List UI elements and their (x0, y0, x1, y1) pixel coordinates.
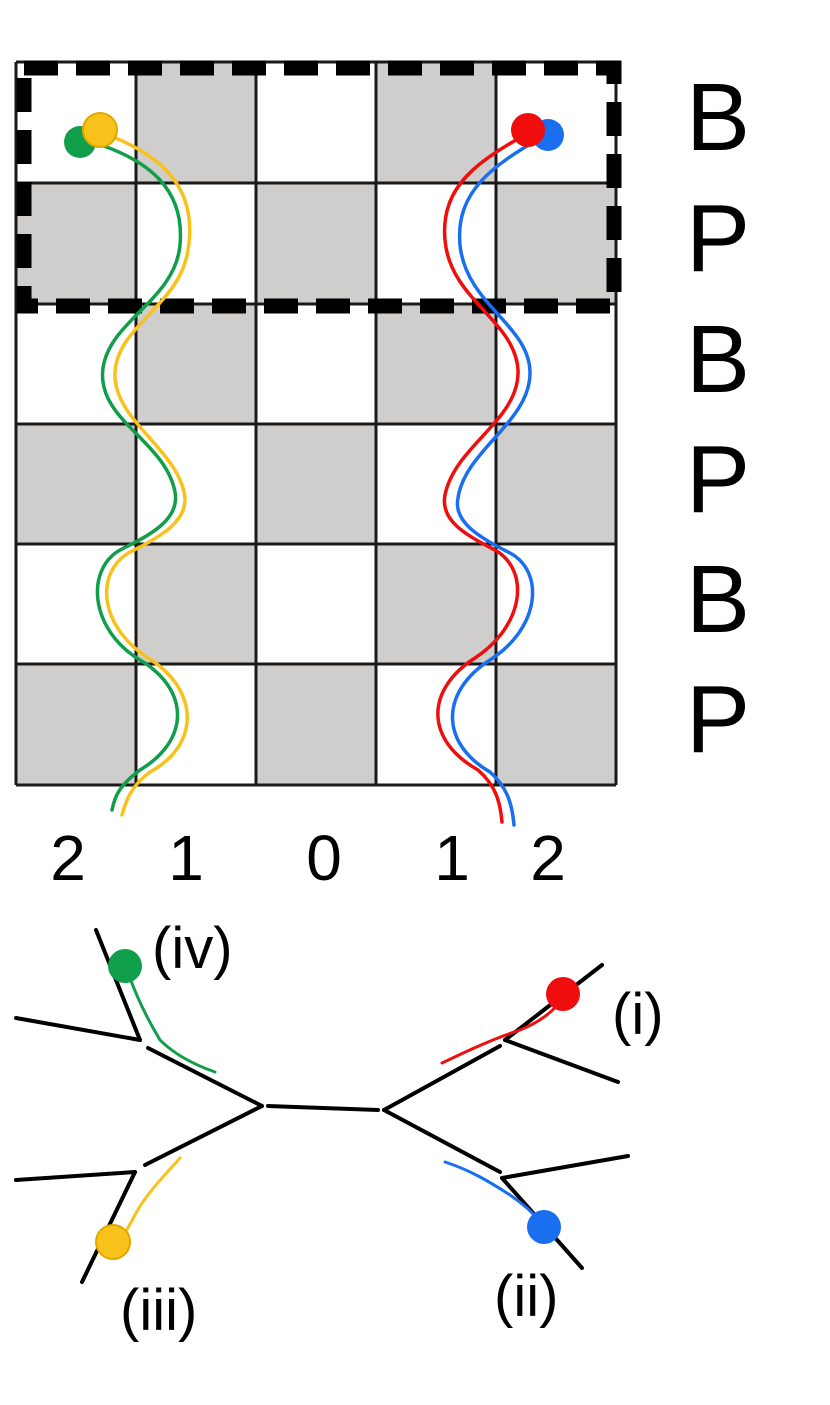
tree-balls (95, 949, 580, 1260)
green-tree-trajectory (128, 976, 217, 1074)
gray-cell (136, 304, 256, 424)
leaf-label-iii: (iii) (120, 1278, 197, 1343)
white-cell (496, 544, 616, 664)
column-label: 2 (530, 822, 566, 894)
row-label: B (686, 64, 750, 171)
gray-cell (496, 183, 616, 304)
tree-edge (14, 1170, 137, 1182)
red-tree-trajectory (440, 1000, 562, 1065)
white-cell (136, 664, 256, 785)
row-label: P (686, 666, 750, 773)
white-cell (136, 183, 256, 304)
gray-cell (136, 544, 256, 664)
tree-trajectories (116, 976, 562, 1247)
gray-cell (496, 664, 616, 785)
tree-edge (14, 1016, 142, 1042)
grid-trajectories (90, 130, 542, 827)
column-label: 2 (50, 822, 86, 894)
gray-cell (376, 544, 496, 664)
blue-trajectory (450, 136, 542, 827)
gray-cell (256, 664, 376, 785)
row-label: P (686, 185, 750, 292)
yellow-leaf-ball (95, 1224, 131, 1260)
row-label: B (686, 306, 750, 413)
gray-cell (16, 664, 136, 785)
yellow-ball (82, 112, 118, 148)
red-leaf-ball (546, 977, 580, 1011)
row-label: P (686, 426, 750, 533)
white-cell (16, 62, 136, 183)
column-label: 1 (434, 822, 470, 894)
gray-cell (16, 424, 136, 544)
gray-cell (16, 183, 136, 304)
green-leaf-ball (108, 949, 142, 983)
white-cell (376, 664, 496, 785)
row-labels: B P B P B P (686, 64, 750, 773)
column-label: 1 (168, 822, 204, 894)
gray-cell (376, 62, 496, 183)
gray-cell (136, 62, 256, 183)
white-cell (376, 183, 496, 304)
blue-tree-trajectory (443, 1160, 545, 1226)
blue-leaf-ball (527, 1210, 561, 1244)
white-cell (16, 304, 136, 424)
red-trajectory (436, 130, 532, 824)
tree-edge (146, 1046, 264, 1108)
highlight-dashed-box (16, 60, 622, 314)
red-ball (511, 113, 545, 147)
tree-leaf-labels: (iv) (i) (iii) (ii) (120, 916, 664, 1343)
leaf-label-iv: (iv) (152, 916, 233, 981)
tree-edge (382, 1108, 502, 1174)
tree-edge (143, 1104, 264, 1167)
row-label: B (686, 546, 750, 653)
tree-edge (503, 1038, 620, 1084)
white-cell (496, 304, 616, 424)
white-cell (256, 304, 376, 424)
tree-edge (382, 1044, 502, 1112)
checkerboard-grid (14, 60, 618, 787)
leaf-label-i: (i) (612, 982, 664, 1047)
leaf-label-ii: (ii) (494, 1264, 558, 1329)
yellow-trajectory (98, 130, 192, 817)
green-trajectory (90, 140, 183, 812)
gray-cell (256, 183, 376, 304)
white-cell (256, 544, 376, 664)
tree-graph (14, 928, 630, 1284)
tree-edge (94, 928, 142, 1042)
grid-balls (64, 112, 564, 158)
gray-cell (256, 424, 376, 544)
white-cell (256, 62, 376, 183)
column-label: 0 (306, 822, 342, 894)
gray-cell (376, 304, 496, 424)
gray-cell (496, 424, 616, 544)
tree-edge (500, 1154, 630, 1180)
tree-central-edge (266, 1104, 380, 1112)
column-labels: 2 1 0 1 2 (50, 822, 566, 894)
